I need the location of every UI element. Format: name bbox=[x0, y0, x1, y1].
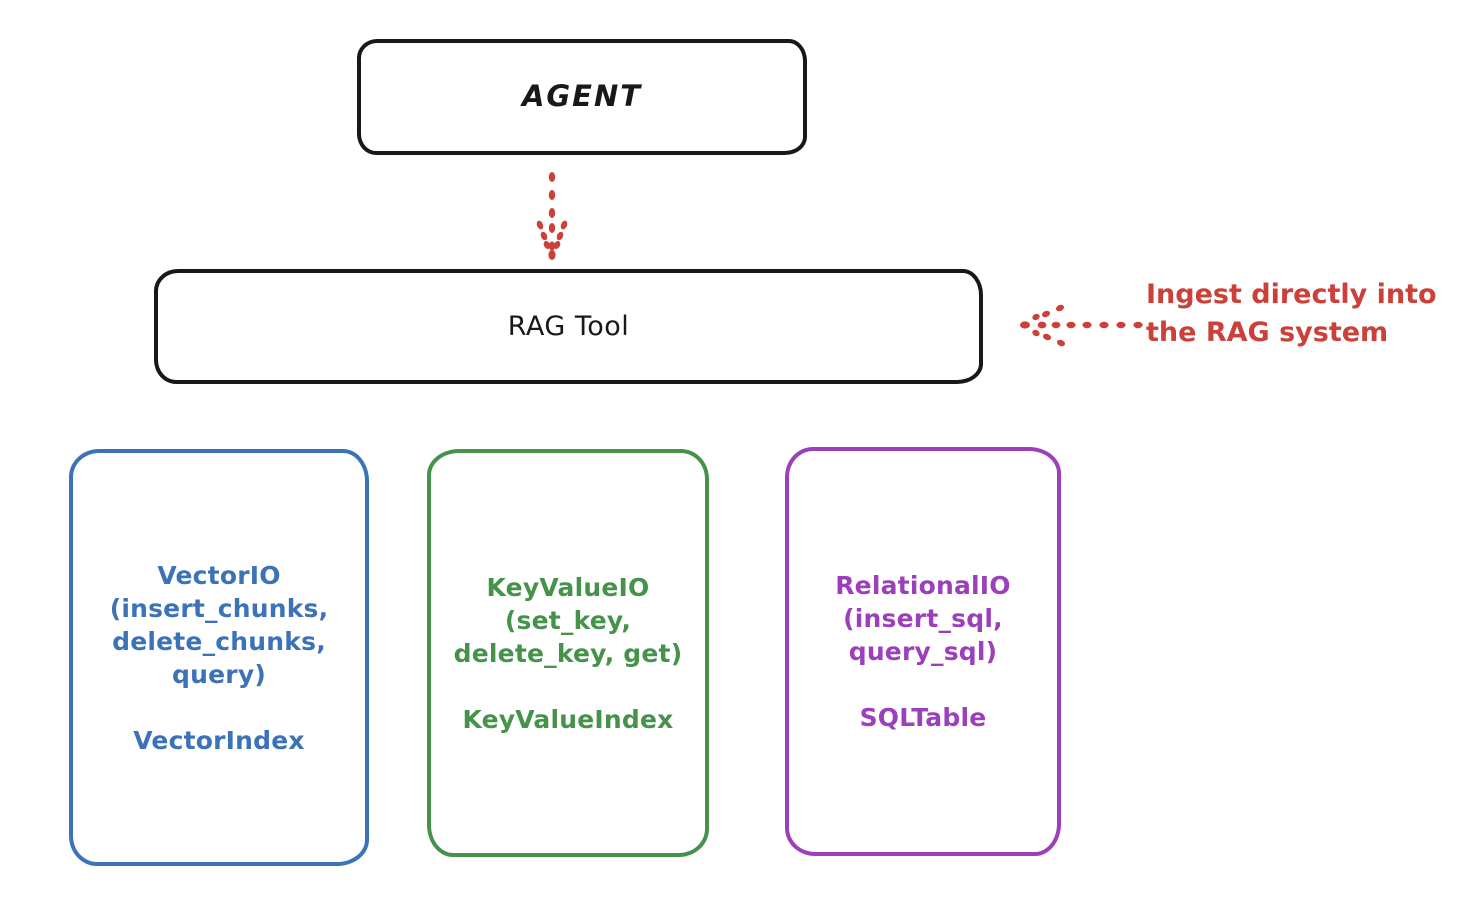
node-vector-io-label: VectorIO (insert_chunks, delete_chunks, … bbox=[109, 560, 329, 755]
node-agent-label: AGENT bbox=[521, 79, 643, 114]
node-rag-tool[interactable]: RAG Tool bbox=[154, 269, 983, 384]
dotted-left-arrow-icon bbox=[1020, 304, 1143, 347]
node-key-value-io[interactable]: KeyValueIO (set_key, delete_key, get) Ke… bbox=[427, 449, 709, 857]
node-relational-io-label: RelationalIO (insert_sql, query_sql) SQL… bbox=[835, 571, 1011, 732]
node-agent[interactable]: AGENT bbox=[357, 39, 807, 155]
node-rag-tool-label: RAG Tool bbox=[507, 310, 630, 342]
ingest-annotation-text: Ingest directly into the RAG system bbox=[1146, 279, 1437, 349]
node-relational-io[interactable]: RelationalIO (insert_sql, query_sql) SQL… bbox=[785, 447, 1061, 856]
node-key-value-io-label: KeyValueIO (set_key, delete_key, get) Ke… bbox=[453, 572, 683, 734]
dotted-down-arrow-icon bbox=[536, 172, 568, 260]
node-vector-io[interactable]: VectorIO (insert_chunks, delete_chunks, … bbox=[69, 449, 369, 866]
